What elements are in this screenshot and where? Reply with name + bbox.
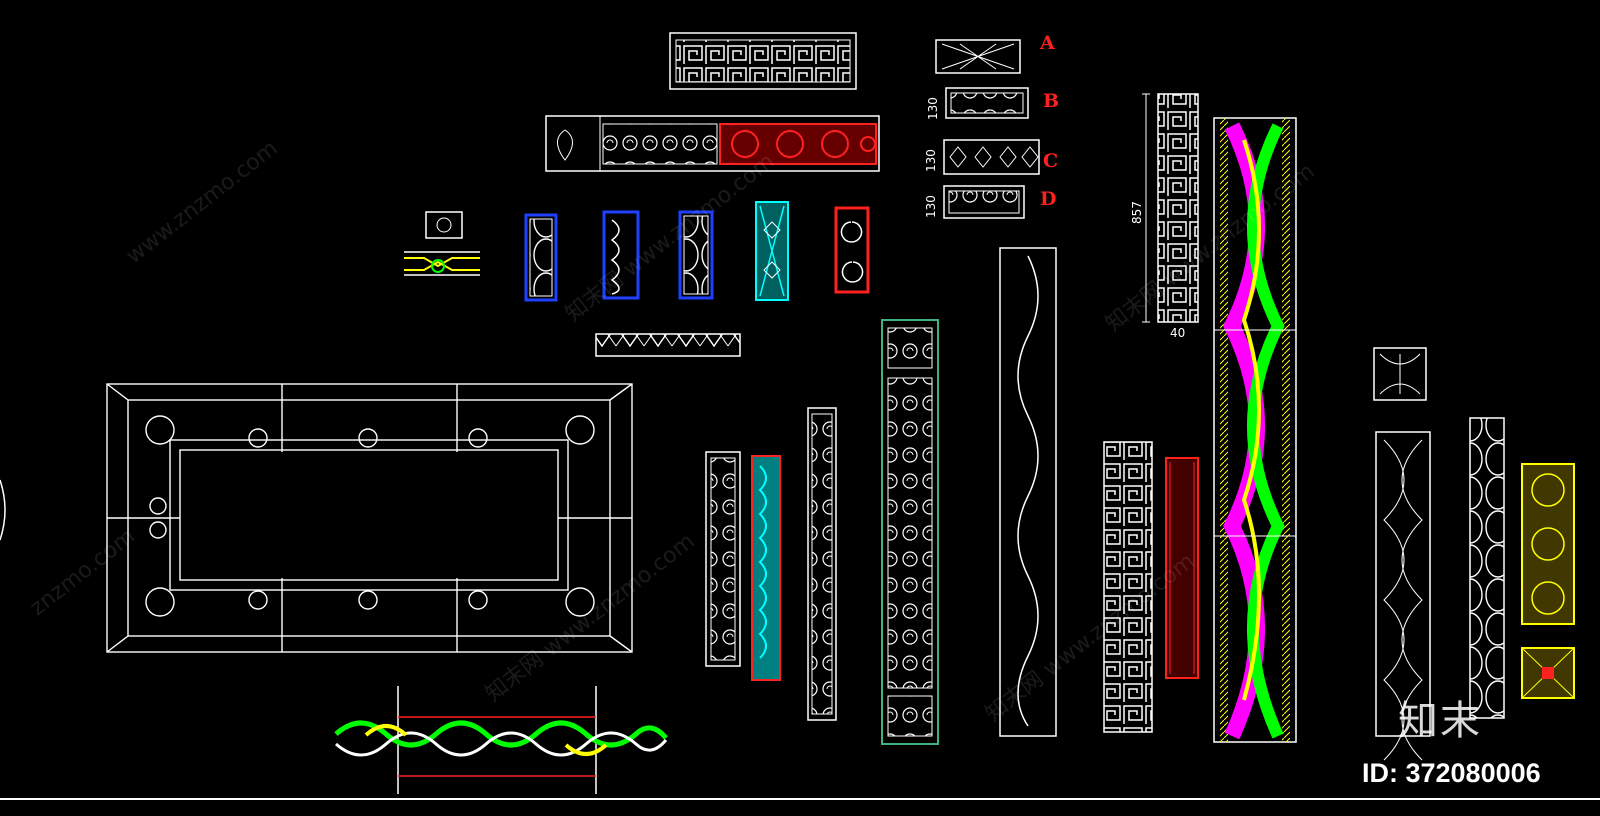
panel-frame-large[interactable] — [106, 383, 633, 653]
column-strip-2[interactable] — [807, 407, 837, 721]
colorful-tall-column[interactable] — [1213, 117, 1297, 743]
fret-column-lower[interactable] — [1103, 441, 1153, 733]
dimension-857: 857 — [1130, 201, 1144, 224]
dimension-40: 40 — [1170, 326, 1186, 340]
column-teal-frame[interactable] — [881, 319, 939, 745]
tile-blue-3[interactable] — [678, 210, 714, 300]
frieze-with-red-section[interactable] — [545, 115, 880, 172]
lattice-column[interactable] — [1375, 431, 1431, 761]
tile-cyan[interactable] — [755, 201, 789, 301]
swatch-d[interactable] — [943, 185, 1025, 219]
lattice-tile-small[interactable] — [1373, 347, 1427, 401]
rings-column[interactable] — [1469, 417, 1505, 719]
braid-border[interactable] — [334, 686, 668, 794]
resource-id-label: ID: 372080006 — [1362, 758, 1541, 788]
swatch-b[interactable] — [945, 87, 1029, 119]
swatch-label-b: B — [1043, 90, 1060, 112]
swatch-label-d: D — [1040, 188, 1057, 210]
fret-frieze-top[interactable] — [669, 32, 857, 90]
tile-blue-1[interactable] — [524, 213, 558, 302]
tile-blue-2[interactable] — [602, 210, 640, 300]
swatch-label-c: C — [1043, 150, 1059, 172]
bottom-divider — [0, 798, 1600, 800]
left-edge-arc — [0, 479, 6, 541]
column-strip-cyan[interactable] — [751, 455, 781, 681]
swatch-label-a: A — [1040, 32, 1055, 54]
swatch-c[interactable] — [943, 139, 1040, 175]
small-knot-tile[interactable] — [425, 211, 463, 239]
panel-ornaments — [145, 415, 595, 617]
yellow-square-tile[interactable] — [1521, 647, 1575, 699]
column-leaf-vine[interactable] — [999, 247, 1057, 737]
swatch-a[interactable] — [935, 39, 1021, 74]
column-strip-1[interactable] — [705, 451, 741, 667]
tile-red-spiral[interactable] — [834, 206, 870, 294]
znzmo-logo: 知末 — [1398, 698, 1482, 744]
green-link-border[interactable] — [404, 251, 480, 276]
dimension-130-b: 130 — [926, 97, 940, 120]
yellow-ornament-panel[interactable] — [1521, 463, 1575, 625]
zigzag-frieze-small[interactable] — [595, 333, 741, 357]
dimension-130-c: 130 — [924, 149, 938, 172]
red-fret-column[interactable] — [1165, 457, 1199, 679]
fret-column-dimensioned[interactable] — [1142, 93, 1199, 323]
dimension-130-d: 130 — [924, 195, 938, 218]
